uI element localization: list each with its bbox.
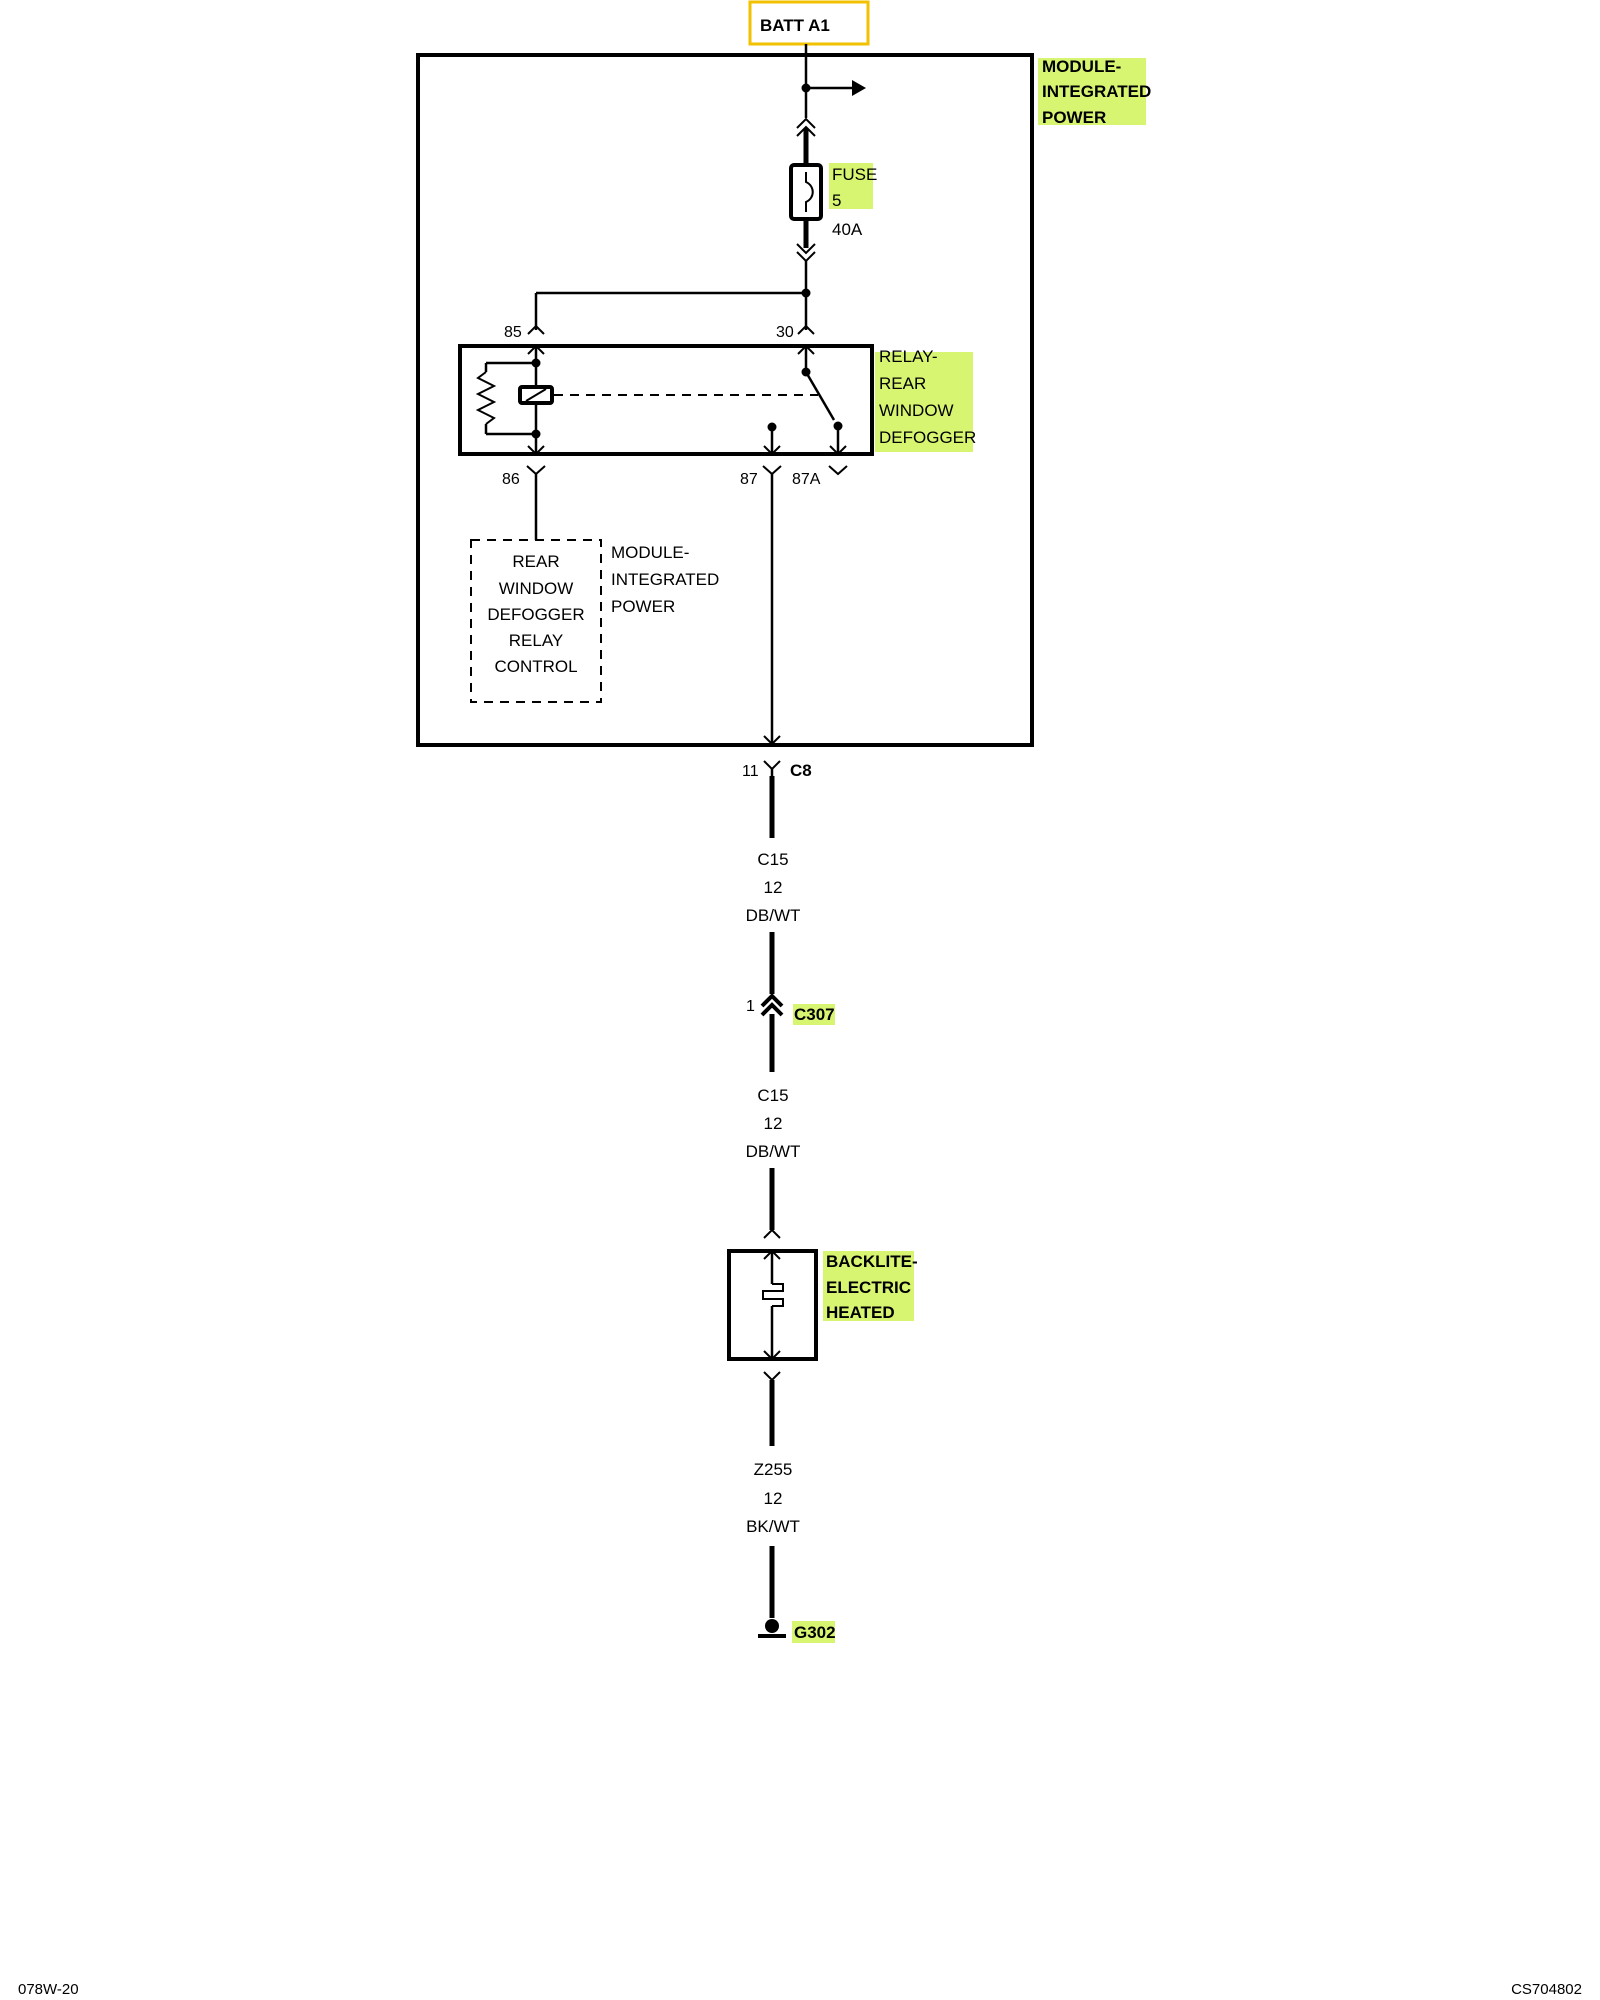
- wire-c15-upper: C15 12 DB/WT: [746, 776, 801, 994]
- backlite-label: BACKLITE- ELECTRIC HEATED: [823, 1251, 918, 1322]
- control-label-line-4: RELAY: [509, 631, 564, 650]
- control-label-line-1: REAR: [512, 552, 559, 571]
- module-label-line-3: POWER: [1042, 108, 1106, 127]
- module-label-line-2: INTEGRATED: [1042, 82, 1151, 101]
- fuse-label-line-1: FUSE: [832, 165, 877, 184]
- module-label-line-1: MODULE-: [1042, 57, 1121, 76]
- control-label-line-3: DEFOGGER: [487, 605, 584, 624]
- heater-grid-icon: [762, 1283, 784, 1307]
- backlite-electric-heated: [727, 1249, 818, 1361]
- switch-arm-icon: [804, 371, 836, 421]
- control-module-line-1: MODULE-: [611, 543, 689, 562]
- c307-pin-label: 1: [746, 998, 755, 1015]
- batt-a1-source: BATT A1: [748, 0, 870, 46]
- wire3-circuit: Z255: [754, 1460, 793, 1479]
- resistor-icon: [475, 371, 497, 425]
- wire2-color: DB/WT: [746, 1142, 801, 1161]
- pin-85-label: 85: [504, 324, 522, 341]
- relay-label-line-4: DEFOGGER: [879, 428, 976, 447]
- module-integrated-power-box: [416, 53, 1034, 747]
- rear-window-defogger-relay-control: REAR WINDOW DEFOGGER RELAY CONTROL MODUL…: [470, 539, 719, 703]
- g302-label: G302: [794, 1623, 836, 1642]
- pin-87a-label: 87A: [792, 471, 821, 488]
- wire1-circuit: C15: [757, 850, 788, 869]
- wire1-gauge: 12: [764, 878, 783, 897]
- footer-left-code: 078W-20: [18, 1981, 79, 1998]
- relay-feed-wires: 85 30: [504, 288, 815, 341]
- wire1-color: DB/WT: [746, 906, 801, 925]
- backlite-label-line-3: HEATED: [826, 1303, 895, 1322]
- control-module-line-3: POWER: [611, 597, 675, 616]
- pin-87-label: 87: [740, 471, 758, 488]
- connector-c8: 11 C8: [742, 735, 812, 780]
- wire-z255: Z255 12 BK/WT: [746, 1371, 800, 1618]
- relay-label: RELAY- REAR WINDOW DEFOGGER: [875, 347, 976, 452]
- pin-86-label: 86: [502, 471, 520, 488]
- fuse-label: FUSE 5 40A: [829, 163, 877, 239]
- relay-output-pins: 86 87 87A: [502, 465, 848, 744]
- relay-rear-window-defogger: [458, 344, 874, 456]
- batt-a1-label: BATT A1: [760, 16, 830, 35]
- relay-label-line-1: RELAY-: [879, 347, 938, 366]
- wire2-gauge: 12: [764, 1114, 783, 1133]
- connector-c307: 1 C307: [746, 993, 835, 1025]
- batt-feed-wire: [796, 44, 866, 165]
- wire3-color: BK/WT: [746, 1517, 800, 1536]
- fuse-rating: 40A: [832, 220, 863, 239]
- c8-pin-label: 11: [742, 763, 759, 780]
- ground-icon: [765, 1619, 779, 1633]
- relay-label-line-3: WINDOW: [879, 401, 954, 420]
- fuse-5: [789, 163, 823, 293]
- wire3-gauge: 12: [764, 1489, 783, 1508]
- pin-30-label: 30: [776, 324, 794, 341]
- ground-g302: G302: [758, 1619, 836, 1643]
- fuse-label-line-2: 5: [832, 191, 841, 210]
- fuse-icon: [805, 172, 814, 212]
- control-label-line-2: WINDOW: [499, 579, 574, 598]
- arrow-right-icon: [852, 80, 866, 96]
- module-integrated-power-label: MODULE- INTEGRATED POWER: [1038, 57, 1151, 127]
- backlite-label-line-1: BACKLITE-: [826, 1252, 918, 1271]
- footer-right-code: CS704802: [1511, 1981, 1582, 1998]
- c307-name-label: C307: [794, 1005, 835, 1024]
- relay-label-line-2: REAR: [879, 374, 926, 393]
- wire-c15-lower: C15 12 DB/WT: [746, 1014, 801, 1239]
- backlite-label-line-2: ELECTRIC: [826, 1278, 911, 1297]
- control-module-line-2: INTEGRATED: [611, 570, 719, 589]
- control-label-line-5: CONTROL: [494, 657, 577, 676]
- wire2-circuit: C15: [757, 1086, 788, 1105]
- c8-name-label: C8: [790, 761, 812, 780]
